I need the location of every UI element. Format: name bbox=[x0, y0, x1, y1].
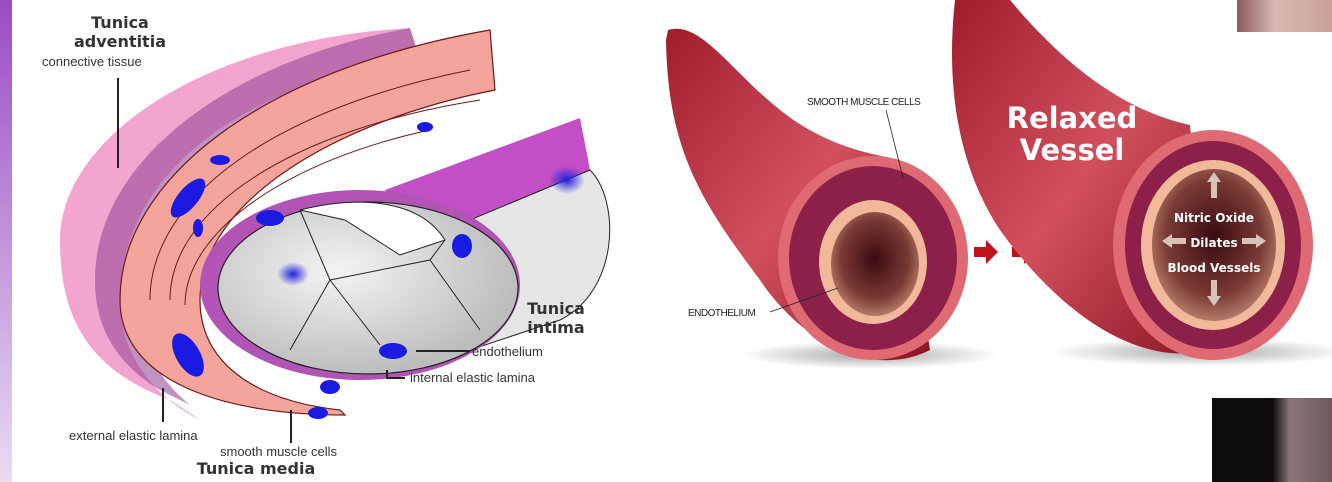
dilation-arrows bbox=[1162, 172, 1266, 306]
label-smooth-muscle-cells: smooth muscle cells bbox=[220, 444, 338, 459]
arrow-right-icon bbox=[974, 240, 998, 264]
center-text-blood-vessels: Blood Vessels bbox=[1168, 261, 1261, 275]
label-internal-elastic-lamina: internal elastic lamina bbox=[410, 370, 536, 385]
title-vessel: Vessel bbox=[1020, 133, 1125, 167]
label-external-elastic-lamina: external elastic lamina bbox=[69, 428, 198, 443]
photo-fragment-bottom-right bbox=[1212, 398, 1332, 482]
label-connective-tissue: connective tissue bbox=[42, 54, 142, 69]
label-tunica-intima-1: Tunica bbox=[527, 299, 585, 318]
center-text-dilates: Dilates bbox=[1190, 236, 1237, 250]
label-tunica-adventitia-1: Tunica bbox=[91, 13, 149, 32]
label-tunica-media: Tunica media bbox=[197, 459, 316, 478]
left-leader-lines bbox=[117, 78, 470, 443]
leader-endothelium bbox=[769, 287, 839, 313]
label-endothelium-right: ENDOTHELIUM bbox=[688, 308, 755, 319]
artery-wall-cross-section bbox=[60, 28, 611, 420]
photo-fragment-top-right bbox=[1237, 0, 1332, 32]
vessel-normal bbox=[666, 28, 1000, 369]
left-accent-strip bbox=[0, 0, 12, 482]
label-endothelium: endothelium bbox=[472, 344, 543, 359]
vessel-relaxed bbox=[952, 0, 1332, 366]
label-tunica-adventitia-2: adventitia bbox=[74, 32, 166, 51]
arrow-left-icon bbox=[1162, 234, 1186, 248]
leader-smooth-muscle bbox=[885, 109, 904, 179]
label-tunica-intima-2: intima bbox=[527, 318, 584, 337]
label-smooth-muscle-cells-right: SMOOTH MUSCLE CELLS bbox=[807, 97, 921, 108]
title-relaxed: Relaxed bbox=[1007, 101, 1138, 135]
center-text-nitric-oxide: Nitric Oxide bbox=[1174, 211, 1254, 225]
arrow-down-icon bbox=[1207, 280, 1221, 306]
arrow-up-icon bbox=[1207, 172, 1221, 198]
arrow-right-icon bbox=[1242, 234, 1266, 248]
